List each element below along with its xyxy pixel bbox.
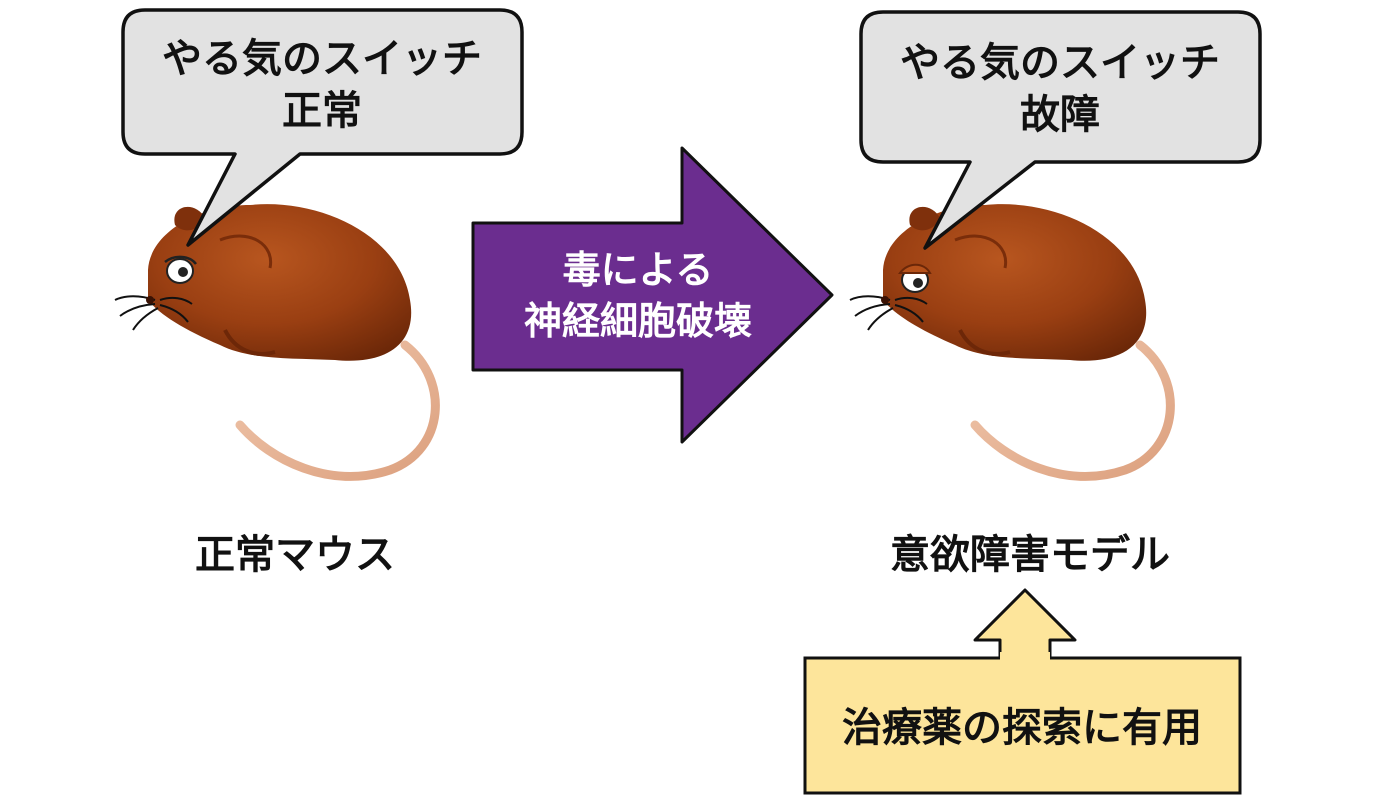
mouse-hind-leg [219, 234, 273, 269]
mouse-front-leg [223, 329, 276, 356]
whiskers-icon [849, 295, 928, 331]
whiskers-icon [114, 295, 193, 331]
mouse-hind-leg [954, 234, 1008, 269]
normal-mouse [114, 204, 440, 481]
drug-discovery-text: 治療薬の探索に有用 [842, 705, 1202, 751]
mouse-ear [909, 206, 940, 231]
bubble-broken-line1: やる気のスイッチ [900, 40, 1220, 86]
eyebrow [164, 255, 197, 265]
mouse-front-leg [958, 329, 1011, 356]
drug-discovery-callout: 治療薬の探索に有用 [803, 588, 1242, 795]
speech-bubble-normal: やる気のスイッチ 正常 [121, 8, 524, 247]
bubble-normal-line1: やる気のスイッチ [162, 36, 482, 82]
mouse-tail [235, 340, 440, 481]
up-arrow-icon [973, 588, 1077, 662]
speech-bubble-broken: やる気のスイッチ 故障 [859, 10, 1262, 250]
mouse-body [148, 204, 412, 361]
neuron-destruction-arrow: 毒による 神経細胞破壊 [471, 146, 834, 444]
apathy-model-mouse [849, 204, 1175, 481]
mouse-tail [970, 340, 1175, 481]
mouse-nose [881, 296, 889, 304]
drug-discovery-box [803, 656, 1242, 795]
bubble-broken-line2: 故障 [1020, 92, 1100, 138]
arrow-line1: 毒による [563, 248, 714, 292]
heavy-eyelid [898, 263, 932, 274]
apathy-model-caption: 意欲障害モデル [890, 532, 1170, 578]
bubble-normal-line2: 正常 [282, 88, 362, 134]
normal-mouse-caption: 正常マウス [195, 532, 395, 578]
mouse-nose [146, 296, 154, 304]
arrow-line2: 神経細胞破壊 [524, 299, 752, 343]
mouse-body [883, 204, 1147, 361]
